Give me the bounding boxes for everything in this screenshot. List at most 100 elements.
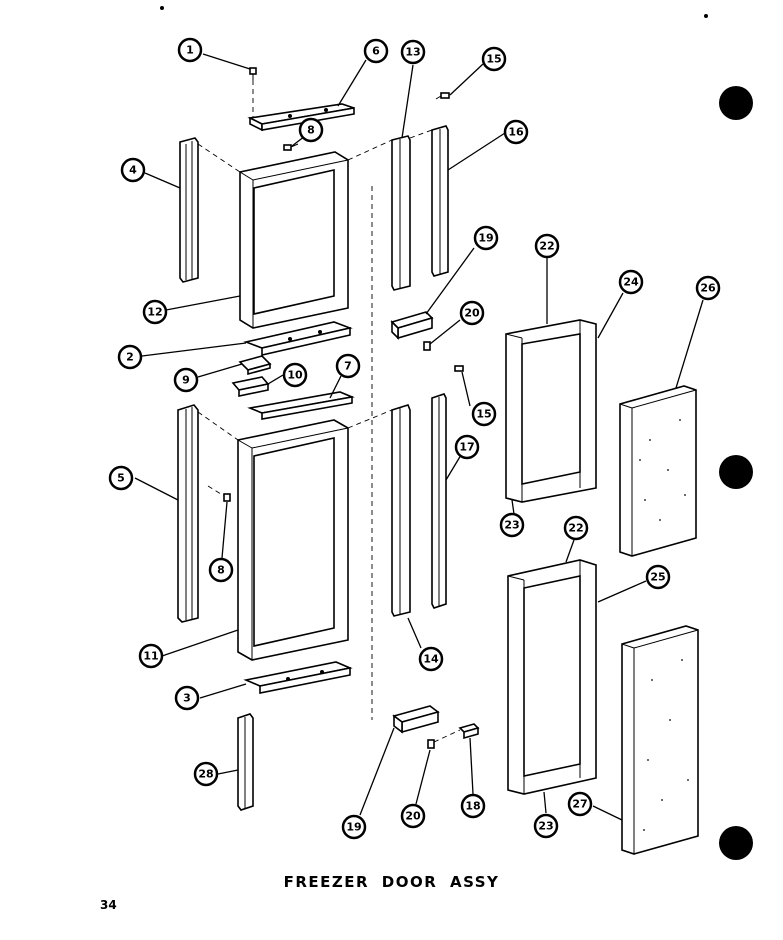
leader-lines bbox=[134, 53, 704, 821]
callout-label: 2 bbox=[126, 351, 134, 364]
part-lower-insulation-panel bbox=[621, 625, 699, 855]
part-upper-insulation-panel bbox=[619, 385, 697, 557]
part-lower-right-trim bbox=[431, 393, 447, 609]
scan-dot-top-left bbox=[160, 6, 164, 10]
callout-label: 22 bbox=[539, 240, 554, 253]
part-lower-gasket-frame bbox=[507, 559, 597, 795]
callout-label: 7 bbox=[344, 360, 352, 373]
callout: 15 bbox=[481, 46, 507, 72]
callout-label: 6 bbox=[372, 45, 380, 58]
part-screw-lower-hinge bbox=[427, 739, 435, 749]
callout: 10 bbox=[282, 362, 308, 388]
callout: 24 bbox=[618, 269, 644, 295]
callout-label: 9 bbox=[182, 374, 190, 387]
callout: 13 bbox=[400, 39, 426, 65]
binder-hole-bottom bbox=[719, 826, 753, 860]
callout: 1 bbox=[177, 37, 203, 63]
callout: 22 bbox=[534, 233, 560, 259]
callout-label: 4 bbox=[129, 164, 137, 177]
callout: 2 bbox=[117, 344, 143, 370]
callout: 6 bbox=[363, 38, 389, 64]
part-upper-right-trim bbox=[431, 125, 449, 277]
callout-label: 18 bbox=[465, 800, 480, 813]
part-screw-right-top bbox=[435, 92, 450, 100]
part-screw-hinge bbox=[283, 143, 299, 151]
callout-label: 10 bbox=[287, 369, 303, 382]
callout: 23 bbox=[499, 512, 525, 538]
part-lower-left-strip bbox=[237, 713, 254, 811]
callout: 11 bbox=[138, 643, 164, 669]
binder-hole-middle bbox=[719, 455, 753, 489]
callout-label: 19 bbox=[346, 821, 361, 834]
callout: 5 bbox=[108, 465, 134, 491]
part-small-plate bbox=[238, 355, 272, 376]
callout: 15 bbox=[471, 401, 497, 427]
callout-label: 22 bbox=[568, 522, 583, 535]
callout-label: 25 bbox=[650, 571, 665, 584]
callout-label: 27 bbox=[572, 798, 587, 811]
part-small-clip bbox=[231, 376, 270, 397]
part-lower-left-trim bbox=[177, 404, 199, 623]
callout-label: 20 bbox=[405, 810, 421, 823]
callout: 3 bbox=[174, 685, 200, 711]
callout: 4 bbox=[120, 157, 146, 183]
callout: 12 bbox=[142, 299, 168, 325]
page-number: 34 bbox=[100, 898, 117, 912]
callout-label: 8 bbox=[307, 124, 315, 137]
callout-label: 14 bbox=[423, 653, 439, 666]
part-lower-door-frame bbox=[237, 419, 349, 661]
callout: 20 bbox=[400, 803, 426, 829]
part-upper-side-channel bbox=[391, 135, 411, 291]
callout: 14 bbox=[418, 646, 444, 672]
callout-label: 16 bbox=[508, 126, 524, 139]
callout: 9 bbox=[173, 367, 199, 393]
binder-hole-top bbox=[719, 86, 753, 120]
callout-label: 3 bbox=[183, 692, 191, 705]
part-upper-door-frame bbox=[239, 151, 349, 329]
callout: 19 bbox=[341, 814, 367, 840]
scan-dot-top-right bbox=[704, 14, 708, 18]
part-small-stop bbox=[458, 723, 480, 740]
callout: 8 bbox=[208, 557, 234, 583]
callout: 18 bbox=[460, 793, 486, 819]
callout-label: 5 bbox=[117, 472, 125, 485]
callout: 27 bbox=[567, 791, 593, 817]
callout-label: 8 bbox=[217, 564, 225, 577]
callout-label: 24 bbox=[623, 276, 639, 289]
callout-label: 17 bbox=[459, 441, 474, 454]
part-upper-gasket-frame bbox=[505, 319, 597, 503]
callout: 7 bbox=[335, 353, 361, 379]
callout: 26 bbox=[695, 275, 721, 301]
callout: 16 bbox=[503, 119, 529, 145]
callout-label: 19 bbox=[478, 232, 493, 245]
callout: 8 bbox=[298, 117, 324, 143]
part-screw-lower-left bbox=[223, 493, 231, 502]
callout: 20 bbox=[459, 300, 485, 326]
part-screw-hinge-bracket bbox=[423, 341, 431, 351]
callout-label: 28 bbox=[198, 768, 213, 781]
part-lower-hinge-bracket bbox=[392, 705, 440, 734]
callout-label: 13 bbox=[405, 46, 420, 59]
callout: 28 bbox=[193, 761, 219, 787]
assembly-guide-lines bbox=[197, 80, 461, 743]
callout-label: 12 bbox=[147, 306, 162, 319]
callout: 19 bbox=[473, 225, 499, 251]
callout-label: 15 bbox=[486, 53, 501, 66]
callout-label: 26 bbox=[700, 282, 716, 295]
callout: 25 bbox=[645, 564, 671, 590]
part-lower-side-channel bbox=[391, 404, 411, 617]
part-lower-top-plate bbox=[247, 391, 355, 420]
callout: 17 bbox=[454, 434, 480, 460]
callout-label: 23 bbox=[538, 820, 553, 833]
callout-label: 15 bbox=[476, 408, 491, 421]
part-lower-bottom-bracket bbox=[243, 661, 353, 694]
callout-label: 11 bbox=[143, 650, 158, 663]
diagram-caption: FREEZER DOOR ASSY bbox=[283, 873, 500, 891]
part-upper-hinge-bracket bbox=[390, 311, 434, 340]
callout: 23 bbox=[533, 813, 559, 839]
part-screw-right-middle bbox=[454, 365, 464, 372]
part-upper-bottom-bracket bbox=[243, 321, 353, 357]
callout: 22 bbox=[563, 515, 589, 541]
callout-label: 1 bbox=[186, 44, 194, 57]
